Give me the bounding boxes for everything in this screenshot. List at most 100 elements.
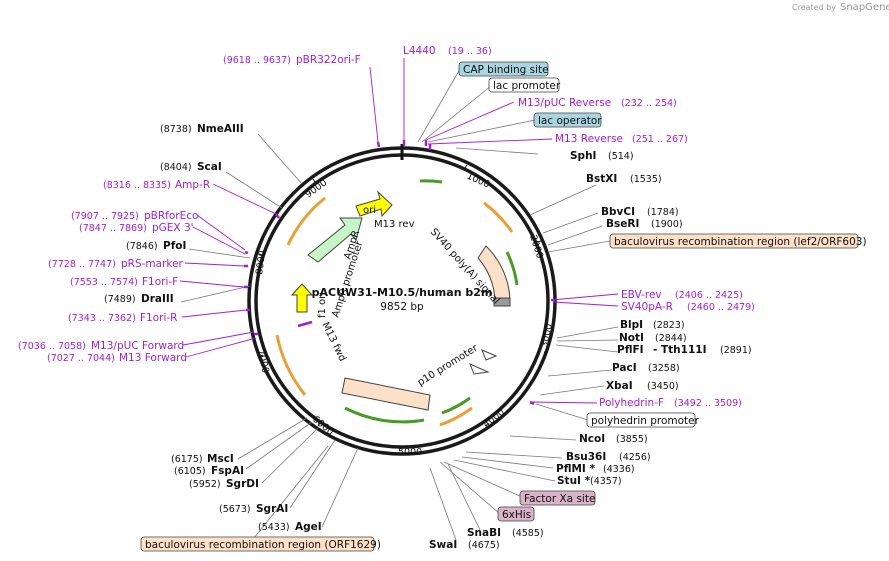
svg-text:M13/pUC Reverse: M13/pUC Reverse [518,97,611,109]
svg-text:F1ori-F: F1ori-F [142,276,178,288]
svg-text:(2891): (2891) [720,345,752,356]
lac-promoter-box[interactable]: lac promoter [488,77,561,93]
baculovirus-orf1629-box[interactable]: baculovirus recombination region (ORF162… [140,536,381,552]
svg-text:SwaI: SwaI [429,539,457,551]
enzyme-swai[interactable]: SwaI (4675) [429,539,500,551]
primer-polyhedrin-f[interactable]: Polyhedrin-F (3492 .. 3509) [599,397,742,409]
6xhis-box[interactable]: 6xHis [497,506,535,522]
svg-text:StuI *: StuI * [557,475,591,487]
enzyme-noti[interactable]: NotI (2844) [619,332,687,344]
primer-prs-marker[interactable]: (7728 .. 7747) pRS-marker [48,258,184,270]
factor-xa-box[interactable]: Factor Xa site [519,490,595,506]
plasmid-size: 9852 bp [380,301,424,313]
enzyme-bseri[interactable]: BseRI (1900) [606,218,683,230]
enzyme-stui[interactable]: StuI * (4357) [557,475,622,487]
enzyme-sgrai[interactable]: (5673) SgrAI [219,503,288,515]
svg-text:pBRforEco: pBRforEco [144,210,198,222]
ori-label: ori [363,205,376,216]
enzyme-blpi[interactable]: BlpI (2823) [620,319,685,331]
svg-text:(1900): (1900) [651,219,683,230]
svg-text:lac promoter: lac promoter [493,80,561,92]
enzyme-nmeaiii[interactable]: (8738) NmeAIII [160,123,244,135]
enzyme-pflfi-tth111i[interactable]: PflFI - Tth111I (2891) [617,344,752,356]
svg-text:SnaBI: SnaBI [467,527,501,539]
svg-text:M13 Forward: M13 Forward [119,352,187,364]
polyhedrin-promoter-box[interactable]: polyhedrin promoter [586,412,700,428]
svg-text:(7036 .. 7058): (7036 .. 7058) [18,341,86,352]
svg-text:-: - [653,344,657,356]
svg-text:(7907 .. 7925): (7907 .. 7925) [71,211,139,222]
primer-amp-r[interactable]: (8316 .. 8335) Amp-R [103,179,210,191]
primer-l4440[interactable]: L4440 (19 .. 36) [403,45,492,57]
svg-text:FspAI: FspAI [211,465,244,477]
svg-text:(2844): (2844) [655,333,687,344]
svg-text:(5673): (5673) [219,504,251,515]
svg-text:(7847 .. 7869): (7847 .. 7869) [79,223,147,234]
svg-text:M13/pUC Forward: M13/pUC Forward [91,340,184,352]
svg-text:(7728 .. 7747): (7728 .. 7747) [48,259,116,270]
enzyme-sphi[interactable]: SphI (514) [570,150,634,162]
primer-m13-forward[interactable]: (7027 .. 7044) M13 Forward [47,352,187,364]
primer-sv40pa-r[interactable]: SV40pA-R (2460 .. 2479) [621,301,755,313]
enzyme-paci[interactable]: PacI (3258) [612,362,680,374]
m13-fwd-label: M13 fwd [319,320,347,363]
svg-text:(8404): (8404) [160,162,192,173]
svg-text:(5433): (5433) [258,522,290,533]
svg-text:(4675): (4675) [468,540,500,551]
svg-text:(4357): (4357) [590,476,622,487]
svg-text:CAP binding site: CAP binding site [463,64,549,76]
svg-text:PfoI: PfoI [163,240,186,252]
tick-3000: 3000 [539,323,555,349]
svg-text:(3258): (3258) [648,363,680,374]
primer-ebv-rev[interactable]: EBV-rev (2406 .. 2425) [621,289,743,301]
svg-text:pBR322ori-F: pBR322ori-F [296,54,361,66]
svg-text:polyhedrin promoter: polyhedrin promoter [591,415,700,427]
svg-text:MscI: MscI [207,453,234,465]
boxed-features: CAP binding site lac promoter lac operat… [140,61,867,552]
enzyme-ncoi[interactable]: NcoI (3855) [579,433,648,445]
enzyme-sgrdi[interactable]: (5952) SgrDI [189,478,259,490]
primer-marks [244,140,555,406]
enzyme-scai[interactable]: (8404) ScaI [160,161,222,173]
svg-text:(7343 .. 7362): (7343 .. 7362) [68,313,136,324]
primer-pgex-3[interactable]: (7847 .. 7869) pGEX 3' [79,222,194,234]
baculovirus-lef2-box[interactable]: baculovirus recombination region (lef2/O… [609,233,867,249]
svg-text:(1535): (1535) [630,174,662,185]
svg-text:(5952): (5952) [189,479,221,490]
primer-m13-reverse[interactable]: M13 Reverse (251 .. 267) [555,133,688,145]
enzyme-agei[interactable]: (5433) AgeI [258,521,322,533]
enzyme-pflmi[interactable]: PflMI * (4336) [556,463,635,475]
cap-binding-site-box[interactable]: CAP binding site [458,61,549,77]
svg-text:(4256): (4256) [619,452,651,463]
box-leaders [249,68,611,544]
primer-pbrforeco[interactable]: (7907 .. 7925) pBRforEco [71,210,198,222]
plasmid-name: pACUW31-M10.5/human b2m [312,286,493,299]
enzyme-bbvci[interactable]: BbvCI (1784) [601,206,679,218]
primer-f1ori-r[interactable]: (7343 .. 7362) F1ori-R [68,312,177,324]
enzyme-bsu36i[interactable]: Bsu36I (4256) [566,451,651,463]
svg-text:pRS-marker: pRS-marker [121,258,184,270]
enzyme-bstxi[interactable]: BstXI (1535) [586,173,662,185]
credit-text: Created by [792,3,836,12]
enzyme-snabi[interactable]: SnaBI (4585) [467,527,544,539]
svg-text:BseRI: BseRI [606,218,639,230]
primer-f1ori-f[interactable]: (7553 .. 7574) F1ori-F [70,276,178,288]
svg-text:(7489): (7489) [104,294,136,305]
primer-pbr322ori-f[interactable]: (9618 .. 9637) pBR322ori-F [223,54,361,66]
svg-text:SphI: SphI [570,150,596,162]
svg-text:(3450): (3450) [647,381,679,392]
backbone-arrows [275,179,519,427]
tick-5000: 5000 [398,447,422,458]
svg-text:BbvCI: BbvCI [601,206,635,218]
enzyme-fspai[interactable]: (6105) FspAI [174,465,244,477]
enzyme-msci[interactable]: (6175) MscI [171,453,234,465]
svg-text:BstXI: BstXI [586,173,617,185]
enzyme-draiii[interactable]: (7489) DraIII [104,293,174,305]
primer-m13-puc-reverse[interactable]: M13/pUC Reverse (232 .. 254) [518,97,677,109]
snapgene-logo[interactable]: SnapGene [840,2,889,13]
lac-operator-box[interactable]: lac operator [533,112,602,128]
enzyme-pfoi[interactable]: (7846) PfoI [126,240,186,252]
primer-m13-puc-forward[interactable]: (7036 .. 7058) M13/pUC Forward [18,340,184,352]
enzyme-xbai[interactable]: XbaI (3450) [606,380,679,392]
svg-text:Polyhedrin-F: Polyhedrin-F [599,397,664,409]
